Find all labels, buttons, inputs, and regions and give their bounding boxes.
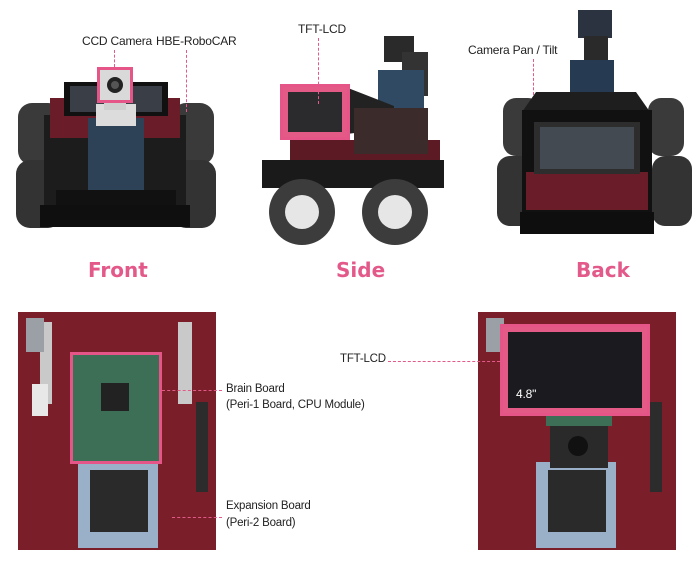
- ccd-camera-leader: [114, 50, 115, 67]
- view-label-front: Front: [88, 258, 148, 282]
- camera-pan-tilt-label: Camera Pan / Tilt: [468, 43, 558, 57]
- side-tft-lcd-highlight: [280, 84, 350, 140]
- robocar-leader: [186, 50, 187, 112]
- view-label-back: Back: [576, 258, 630, 282]
- lcd-size-label: 4.8": [516, 387, 537, 401]
- cpu-module: [101, 383, 129, 411]
- ccd-camera-label: CCD Camera: [82, 34, 153, 48]
- robocar-label: HBE-RoboCAR: [156, 34, 237, 48]
- tft-lcd-bottom-label: TFT-LCD: [340, 353, 386, 365]
- camera-lens-icon: [107, 77, 123, 93]
- view-label-side: Side: [336, 258, 386, 282]
- brain-board-highlight: [70, 352, 162, 464]
- expansion-board-label-line1: Expansion Board: [226, 500, 311, 512]
- brain-board-label-line1: Brain Board: [226, 383, 285, 395]
- tft-lcd-bottom-screen: [508, 332, 642, 408]
- brain-board-leader: [162, 390, 222, 391]
- expansion-board-label-line2: (Peri-2 Board): [226, 517, 296, 529]
- expansion-board-leader: [172, 517, 222, 518]
- tft-lcd-side-leader: [318, 38, 319, 104]
- tft-lcd-bottom-leader: [388, 361, 500, 362]
- brain-board-label-line2: (Peri-1 Board, CPU Module): [226, 399, 365, 411]
- camera-pan-tilt-leader: [533, 59, 534, 95]
- tft-lcd-side-label: TFT-LCD: [298, 22, 346, 36]
- tft-lcd-bottom-highlight: [500, 324, 650, 416]
- side-tft-lcd-screen: [288, 92, 342, 132]
